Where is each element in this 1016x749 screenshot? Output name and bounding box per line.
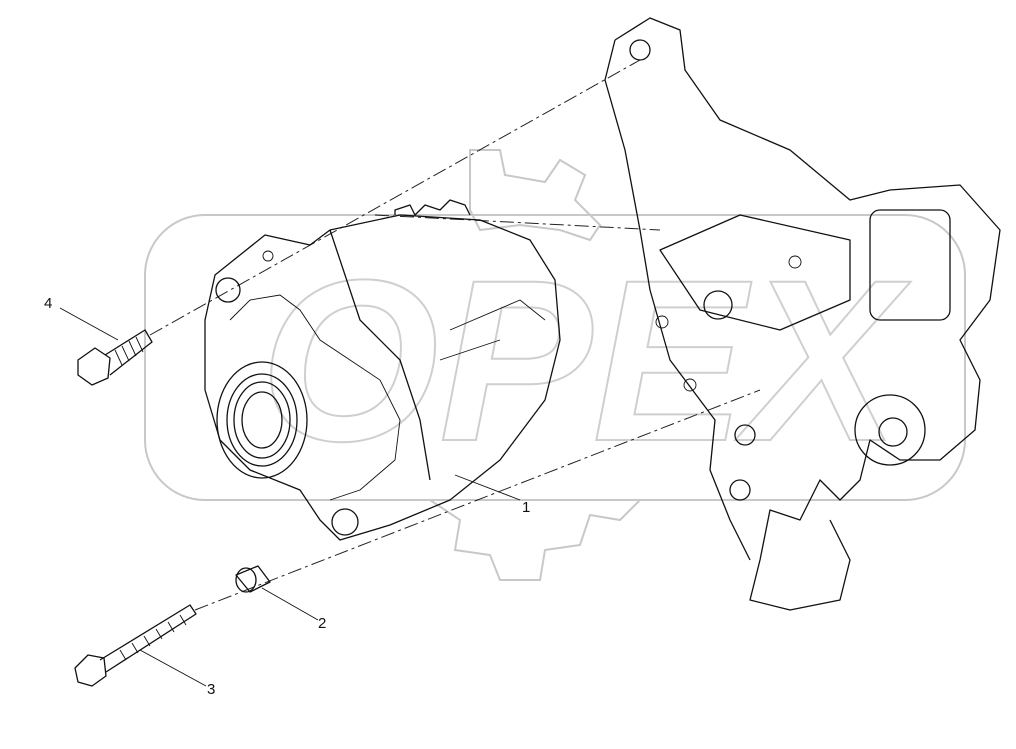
leader-line-1 — [454, 474, 521, 501]
spacer-bushing[interactable] — [235, 565, 271, 593]
axis-line-upper — [149, 59, 641, 336]
callout-4[interactable]: 4 — [44, 295, 52, 312]
callout-2[interactable]: 2 — [318, 615, 326, 632]
watermark-logo: OPEX — [144, 149, 966, 581]
leader-line-4 — [59, 307, 119, 341]
axis-line-mid — [374, 214, 661, 231]
alternator[interactable] — [204, 199, 561, 541]
leader-line-3 — [139, 649, 207, 687]
watermark-text: OPEX — [260, 232, 911, 489]
long-flange-bolt[interactable] — [74, 604, 197, 687]
axis-line-lower — [194, 389, 761, 611]
callout-1[interactable]: 1 — [522, 499, 530, 516]
hex-bolt[interactable] — [77, 329, 153, 386]
callout-3[interactable]: 3 — [207, 681, 215, 698]
mounting-bracket[interactable] — [604, 17, 1001, 611]
leader-line-2 — [261, 587, 319, 621]
